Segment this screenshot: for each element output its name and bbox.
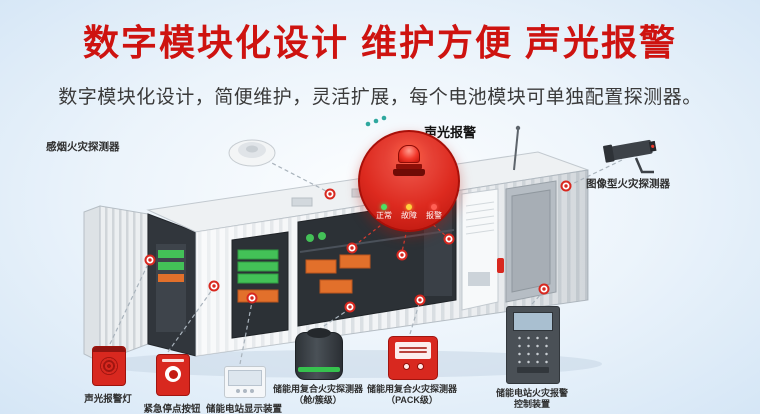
hvac-cabinet: [461, 188, 499, 311]
label-pack-detector-line2: （PACK级）: [386, 395, 438, 405]
label-alarm-control-line1: 储能电站火灾报警: [495, 388, 568, 398]
container-door-leaf-back: [83, 205, 101, 363]
pin-icon: [560, 180, 572, 192]
pin-icon: [344, 301, 356, 313]
label-image-fire-detector: 图像型火灾探测器: [586, 178, 670, 190]
location-pins: [144, 180, 572, 313]
amber-led-icon: [406, 204, 412, 210]
label-alarm-control-line2: 控制装置: [513, 399, 550, 409]
smoke-detector-icon: [228, 139, 276, 167]
label-sound-light-alarm: 声光报警: [424, 125, 477, 140]
pin-icon: [414, 294, 426, 306]
pin-icon: [324, 188, 336, 200]
status-alarm-label: 报警: [426, 211, 442, 220]
label-pack-detector-line1: 储能用复合火灾探测器: [366, 384, 457, 394]
camera-icon: [603, 139, 657, 174]
alarm-lamp-icon: [92, 346, 126, 386]
pin-icon: [144, 254, 156, 266]
label-alarm-lamp: 声光报警灯: [84, 394, 132, 405]
alarm-control-panel-icon: [506, 306, 560, 384]
alarm-connector-lines: [353, 220, 448, 253]
battery-bay-left: [231, 231, 289, 339]
label-smoke-detector: 感烟火灾探测器: [46, 141, 120, 153]
pin-icon: [396, 249, 408, 261]
sound-light-alarm-callout: 正常 故障 报警: [358, 130, 460, 232]
station-display-icon: [224, 366, 266, 398]
label-cabin-detector-line2: （舱/簇级）: [294, 395, 342, 405]
container-door-leaf-front: [99, 205, 149, 363]
label-cabin-detector-line1: 储能用复合火灾探测器: [272, 384, 363, 394]
pack-detector-icon: [388, 336, 438, 380]
page-title: 数字模块化设计 维护方便 声光报警: [82, 22, 677, 63]
teal-dots-icon: [365, 115, 387, 127]
pin-icon: [443, 233, 455, 245]
label-emergency-stop: 紧急停点按钮: [143, 404, 201, 414]
roof-vent: [291, 197, 313, 207]
green-led-icon: [381, 204, 387, 210]
red-led-icon: [431, 204, 437, 210]
alarm-status-row: 正常 故障 报警: [360, 204, 458, 220]
antenna: [513, 129, 519, 171]
status-normal-label: 正常: [376, 211, 392, 220]
status-fault: 故障: [401, 204, 417, 220]
pin-icon: [538, 283, 550, 295]
alarm-beacon-icon: [392, 145, 426, 176]
label-station-display: 储能电站显示装置: [205, 404, 282, 414]
pin-icon: [346, 242, 358, 254]
battery-rack-left: [156, 244, 186, 332]
emergency-stop-button-icon: [156, 354, 190, 396]
page-subtitle: 数字模块化设计，简便维护，灵活扩展，每个电池模块可单独配置探测器。: [58, 87, 702, 108]
status-fault-label: 故障: [401, 211, 417, 220]
connector-lines: [109, 159, 623, 365]
fire-extinguisher: [497, 258, 504, 273]
status-alarm: 报警: [426, 204, 442, 220]
cabin-detector-icon: [295, 328, 343, 380]
pin-icon: [246, 292, 258, 304]
status-normal: 正常: [376, 204, 392, 220]
pin-icon: [208, 280, 220, 292]
